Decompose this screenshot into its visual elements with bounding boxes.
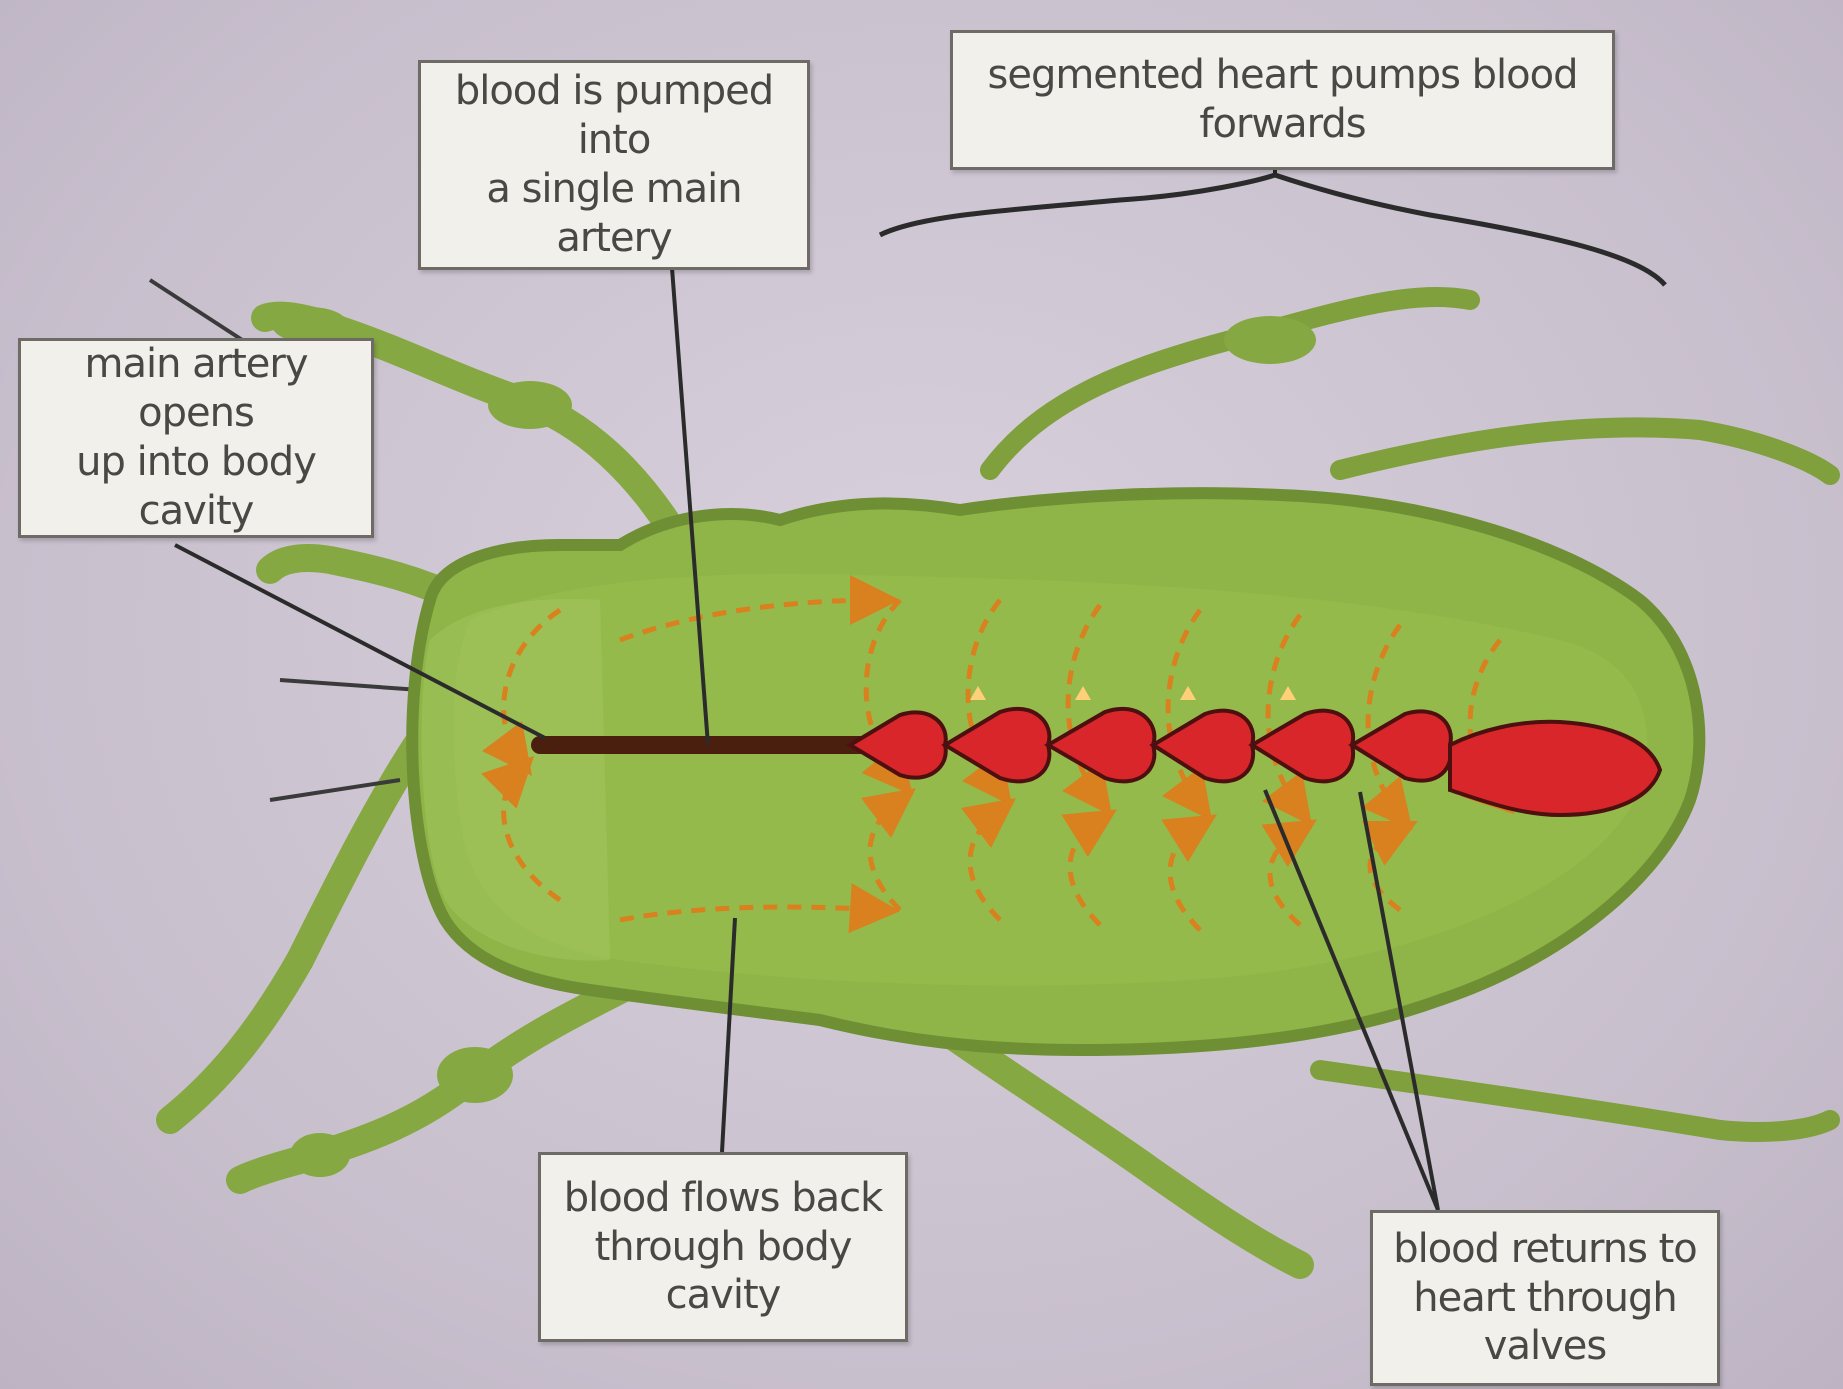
label-blood-returns: blood returns to heart through valves: [1370, 1210, 1720, 1386]
label-segmented-heart: segmented heart pumps blood forwards: [950, 30, 1615, 170]
label-blood-flows-back: blood flows back through body cavity: [538, 1152, 908, 1342]
antenna-right: [1340, 427, 1830, 475]
label-main-artery: blood is pumped into a single main arter…: [418, 60, 810, 270]
label-blood-flows-back-text: blood flows back through body cavity: [555, 1174, 891, 1320]
leg-rear-mid: [930, 1020, 1300, 1265]
label-blood-returns-text: blood returns to heart through valves: [1387, 1225, 1703, 1371]
heart-segment: [1450, 722, 1660, 815]
label-artery-opens-text: main artery opens up into body cavity: [35, 340, 357, 535]
label-segmented-heart-text: segmented heart pumps blood forwards: [967, 51, 1598, 149]
heart-bracket: [880, 175, 1665, 285]
label-main-artery-text: blood is pumped into a single main arter…: [435, 67, 793, 262]
antenna-bottom-right: [1320, 1070, 1830, 1132]
label-artery-opens: main artery opens up into body cavity: [18, 338, 374, 538]
head-segment: [422, 599, 610, 961]
antenna-top: [990, 297, 1470, 470]
